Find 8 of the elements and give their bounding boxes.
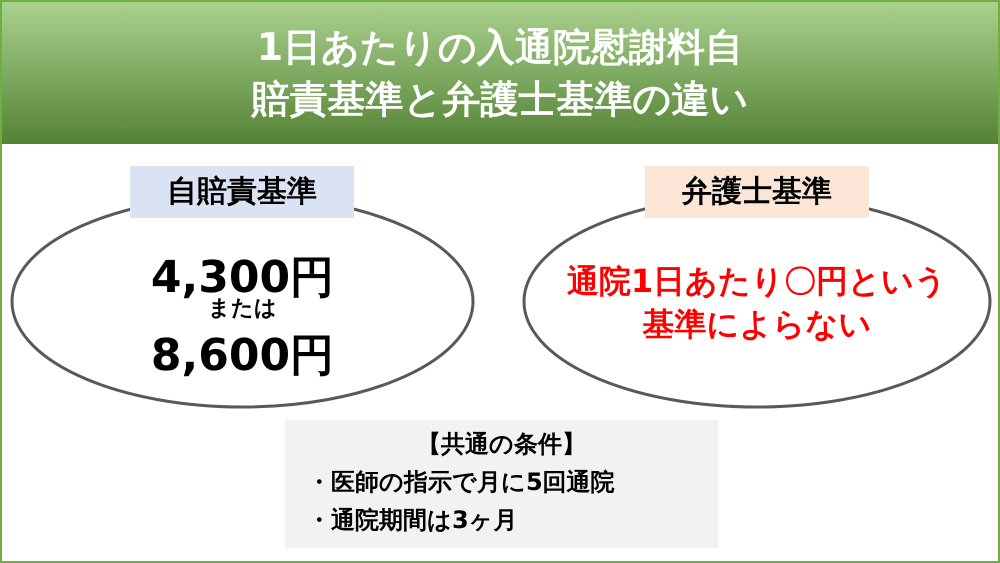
title-banner: 1日あたりの入通院慰謝料自賠責基準と弁護士基準の違い xyxy=(2,2,998,144)
heading-label: 弁護士基準 xyxy=(645,166,869,218)
amount-text: 8,600円 xyxy=(150,329,336,383)
condition-item: ・通院期間は3ヶ月 xyxy=(307,505,519,536)
panel-heading: 【共通の条件】 xyxy=(416,429,587,460)
condition-item: ・医師の指示で月に5回通院 xyxy=(307,467,616,498)
heading-label: 自賠責基準 xyxy=(130,166,354,218)
amount-text: 通院1日あたり〇円という基準によらない xyxy=(566,261,948,345)
